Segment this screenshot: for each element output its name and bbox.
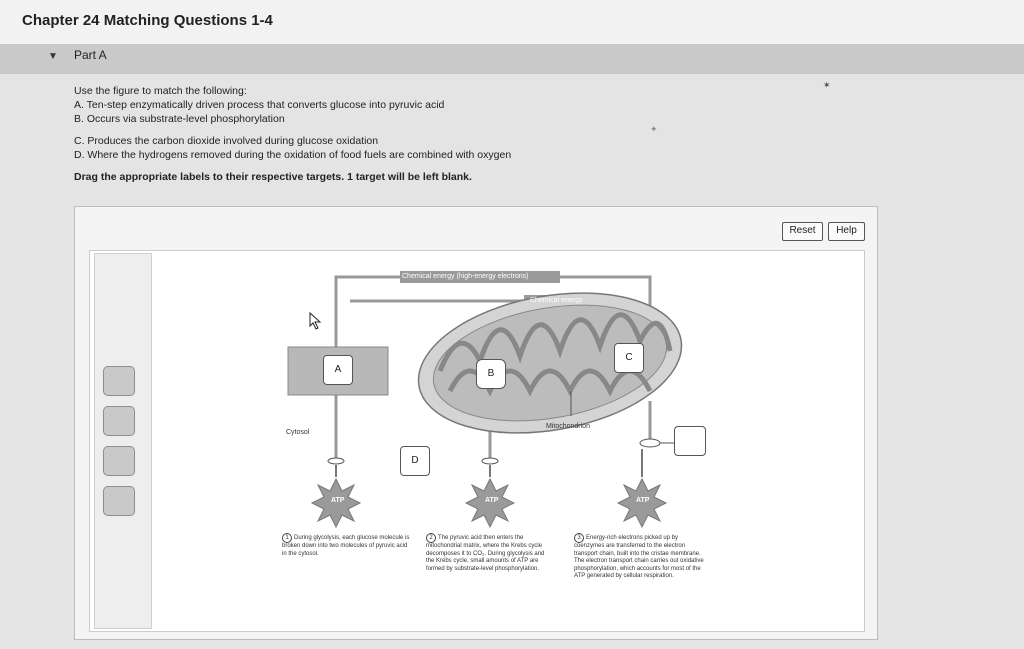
atp-label-2: ATP [485, 497, 499, 504]
instructions: Use the figure to match the following: A… [74, 84, 511, 184]
mitochondrion-shape [417, 292, 683, 434]
target-a[interactable]: A [323, 355, 353, 385]
part-header[interactable]: ▼ Part A [0, 44, 1024, 74]
figure-canvas: Chemical energy (high-energy electrons) … [89, 250, 865, 632]
item-a: A. Ten-step enzymatically driven process… [74, 99, 445, 111]
label-tray [94, 253, 152, 629]
atp-label-1: ATP [331, 497, 345, 504]
part-label: Part A [74, 48, 107, 62]
respiration-diagram [287, 271, 683, 529]
collapse-triangle-icon[interactable]: ▼ [48, 51, 58, 62]
item-c: C. Produces the carbon dioxide involved … [74, 135, 379, 147]
energy-banner-label: Chemical energy (high-energy electrons) [402, 273, 529, 280]
page-title: Chapter 24 Matching Questions 1-4 [22, 12, 273, 29]
target-c[interactable]: C [614, 343, 644, 373]
target-blank[interactable] [674, 426, 706, 456]
cursor-mark-icon: ✦ [650, 124, 658, 134]
label-slot-4[interactable] [103, 486, 135, 516]
reset-button[interactable]: Reset [782, 222, 823, 241]
target-d[interactable]: D [400, 446, 430, 476]
cytosol-label: Cytosol [286, 429, 310, 436]
label-slot-3[interactable] [103, 446, 135, 476]
mitochondrion-label: Mitochondrion [546, 423, 590, 430]
help-button[interactable]: Help [828, 222, 865, 241]
target-b[interactable]: B [476, 359, 506, 389]
label-slot-1[interactable] [103, 366, 135, 396]
item-d: D. Where the hydrogens removed during th… [74, 149, 512, 161]
drag-drop-workspace: Reset Help [74, 206, 878, 640]
label-slot-2[interactable] [103, 406, 135, 436]
step-3-number: 3 [574, 533, 584, 543]
mark-icon: ✶ [823, 80, 831, 90]
drag-instruction: Drag the appropriate labels to their res… [74, 171, 472, 183]
mouse-pointer-icon [309, 312, 322, 330]
atp-bursts [310, 477, 668, 529]
step-1-number: 1 [282, 533, 292, 543]
item-b: B. Occurs via substrate-level phosphoryl… [74, 113, 285, 125]
step-2-number: 2 [426, 533, 436, 543]
energy-banner [400, 271, 560, 283]
chem-energy-label: Chemical energy [530, 297, 583, 304]
atp-label-3: ATP [636, 497, 650, 504]
title-bar: Chapter 24 Matching Questions 1-4 [0, 0, 1024, 44]
instructions-intro: Use the figure to match the following: [74, 85, 247, 97]
